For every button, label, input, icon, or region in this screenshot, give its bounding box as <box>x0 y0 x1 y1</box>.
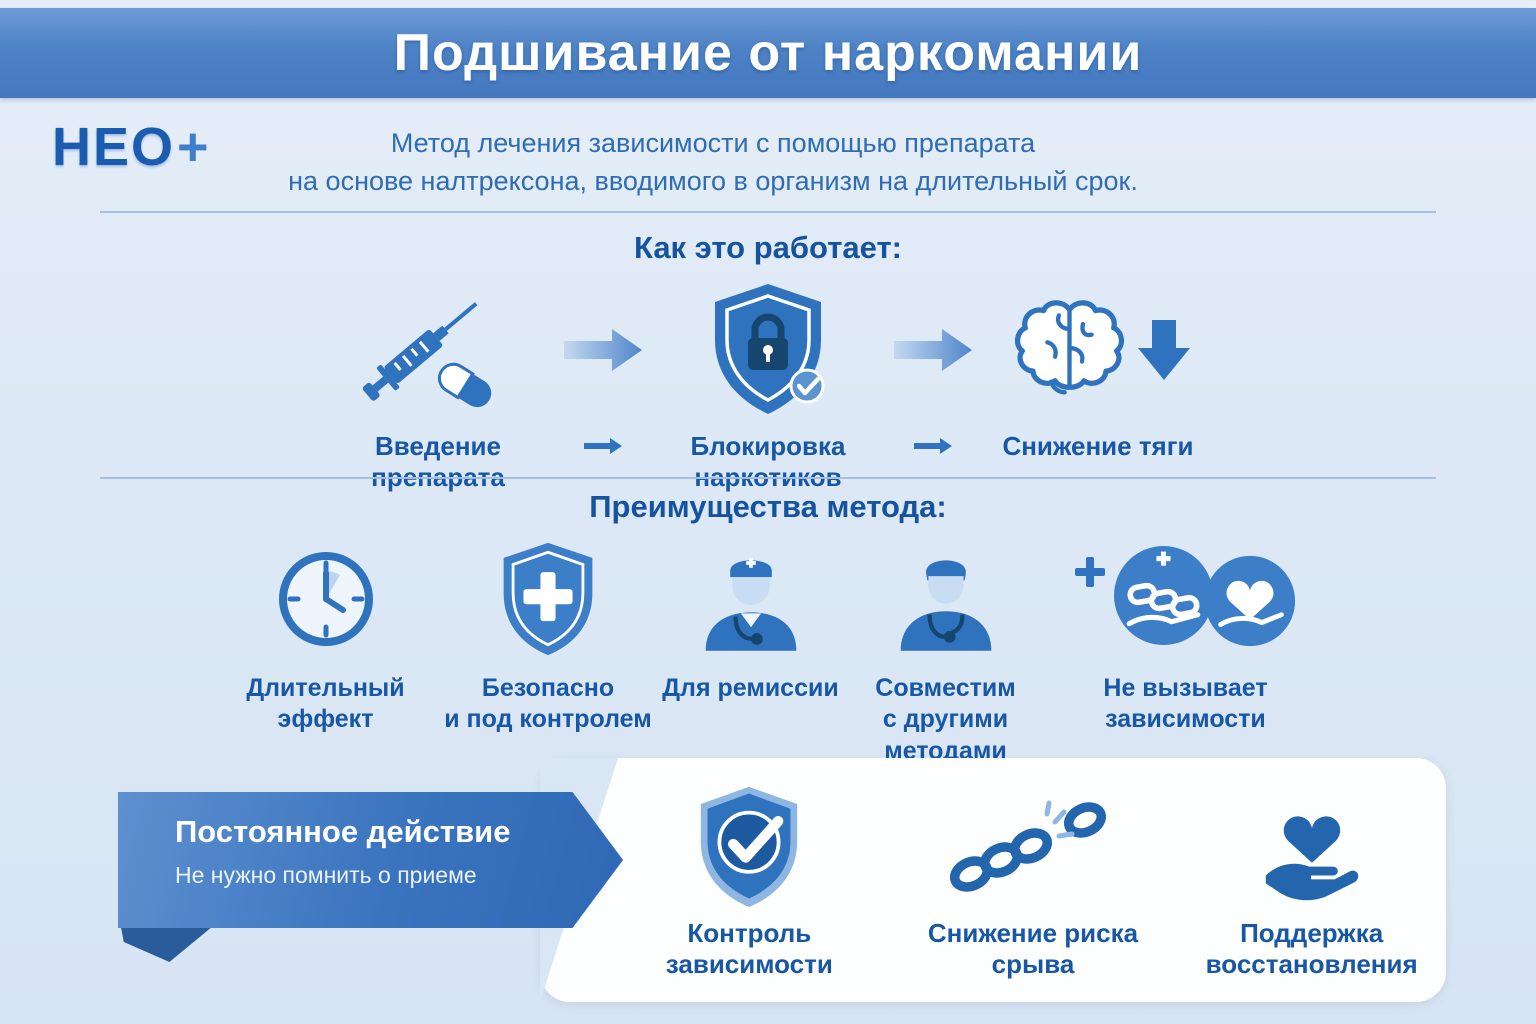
how-it-works-heading: Как это работает: <box>634 230 902 265</box>
step-drug-blocking: Блокировка наркотиков <box>648 282 888 493</box>
step-label: Введение препарата <box>371 431 505 492</box>
chain-heart-hands-icon <box>1073 536 1299 661</box>
benefit-label: Не вызывает зависимости <box>1103 674 1268 734</box>
page-title: Подшивание от наркомании <box>393 24 1143 82</box>
brain-decrease-icon <box>1007 282 1190 417</box>
ribbon-title: Постоянное действие <box>175 814 511 849</box>
intro-line-1: Метод лечения зависимости с помощью преп… <box>390 128 1036 158</box>
step-label: Блокировка наркотиков <box>690 431 846 492</box>
benefit-safe-controlled: Безопасно и под контролем <box>441 536 656 736</box>
bottom-item-label: Контроль зависимости <box>665 918 833 980</box>
intro-description: Метод лечения зависимости с помощью преп… <box>0 124 1426 200</box>
hand-heart-icon <box>1248 776 1376 916</box>
heart-circle-icon <box>1201 552 1299 655</box>
benefit-label: Безопасно и под контролем <box>444 674 652 734</box>
arrow-right-small-icon <box>582 435 624 457</box>
ribbon-fold <box>120 922 215 962</box>
bottom-item-recovery: Поддержка восстановления <box>1177 758 1446 1002</box>
benefit-remission: Для ремиссии <box>656 536 846 704</box>
arrow-right-small-icon <box>912 435 954 457</box>
advantages-heading: Преимущества метода: <box>589 489 947 524</box>
brain-icon <box>1014 299 1124 394</box>
divider-middle <box>100 477 1436 479</box>
benefit-compatible: Совместим с другими методами <box>846 536 1046 767</box>
logo-plus-icon: + <box>177 117 211 177</box>
shield-cross-icon <box>496 536 600 661</box>
step-label: Снижение тяги <box>1002 431 1194 461</box>
chain-circle-icon <box>1111 543 1217 654</box>
intro-line-2: на основе налтрексона, вводимого в орган… <box>288 166 1138 196</box>
syringe-capsule-icon <box>346 282 531 417</box>
ribbon-subtitle: Не нужно помнить о приеме <box>175 862 477 888</box>
benefit-non-addictive: Не вызывает зависимости <box>1046 536 1326 736</box>
bottom-item-relapse-risk: Снижение риска срыва <box>889 758 1178 1002</box>
shield-lock-icon <box>703 282 833 417</box>
step-craving-reduction: Снижение тяги <box>978 282 1218 462</box>
flow-arrow-1 <box>558 282 648 457</box>
plus-icon <box>1073 555 1107 594</box>
bottom-item-label: Поддержка восстановления <box>1205 918 1418 980</box>
doctor-icon <box>695 536 807 661</box>
bottom-item-label: Снижение риска срыва <box>927 918 1139 980</box>
benefit-label: Длительный эффект <box>246 674 405 734</box>
clinic-logo: НЕО+ <box>52 116 211 178</box>
header-banner: Подшивание от наркомании <box>0 8 1536 98</box>
how-it-works-steps: Введение препарата <box>0 282 1536 493</box>
arrow-right-icon <box>892 282 974 417</box>
benefit-long-effect: Длительный эффект <box>211 536 441 736</box>
step-drug-injection: Введение препарата <box>318 282 558 493</box>
doctor-stethoscope-icon <box>890 536 1002 661</box>
broken-chain-icon <box>943 776 1123 916</box>
shield-check-icon <box>694 776 804 916</box>
divider-top <box>100 211 1436 213</box>
ribbon-banner: Постоянное действие Не нужно помнить о п… <box>118 792 623 928</box>
benefit-label: Для ремиссии <box>662 674 839 702</box>
advantages-items: Длительный эффект Безопасно и под контро… <box>0 536 1536 767</box>
bottom-items: Контроль зависимости <box>600 758 1446 1002</box>
arrow-right-icon <box>562 282 644 417</box>
bottom-item-control: Контроль зависимости <box>610 758 889 1002</box>
clock-icon <box>274 536 378 661</box>
logo-text: НЕО <box>52 117 176 177</box>
arrow-down-icon <box>1137 319 1190 380</box>
benefit-label: Совместим с другими методами <box>875 674 1016 765</box>
flow-arrow-2 <box>888 282 978 457</box>
